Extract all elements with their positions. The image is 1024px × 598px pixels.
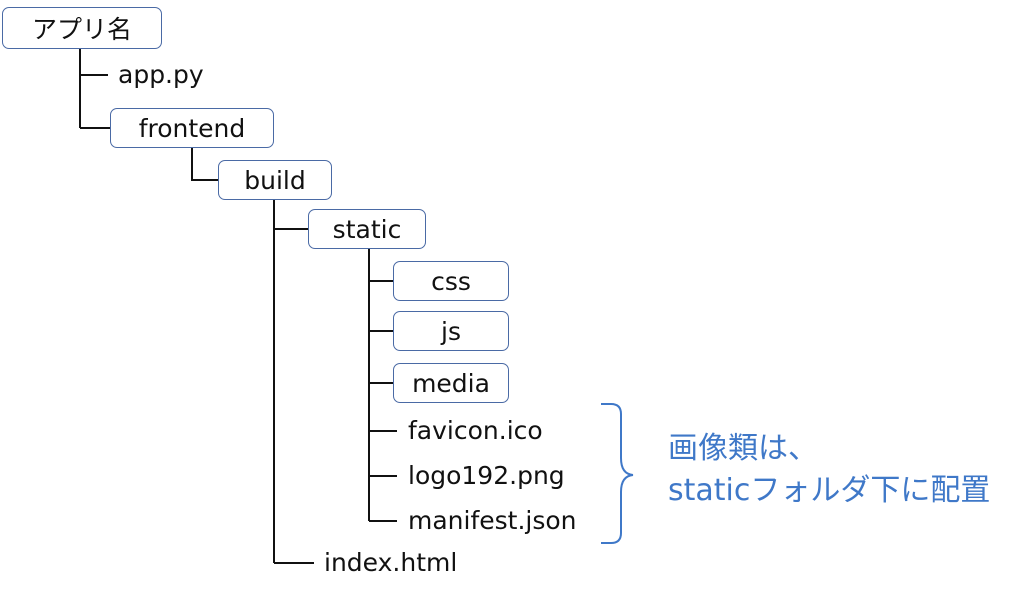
folder-app-root[interactable]: アプリ名 [2,7,162,49]
annotation-brace [601,403,634,544]
folder-static[interactable]: static [308,209,426,249]
folder-css[interactable]: css [393,261,509,301]
folder-js[interactable]: js [393,311,509,351]
folder-frontend[interactable]: frontend [110,108,274,148]
annotation-line-2: staticフォルダ下に配置 [668,473,991,508]
file-logo192[interactable]: logo192.png [408,461,565,490]
connector-frontend-build [191,148,218,181]
folder-media[interactable]: media [393,363,509,403]
file-app-py[interactable]: app.py [118,60,204,89]
folder-build[interactable]: build [218,160,332,200]
file-manifest[interactable]: manifest.json [408,506,577,535]
annotation-note: 画像類は、 staticフォルダ下に配置 [668,428,990,512]
file-favicon[interactable]: favicon.ico [408,416,543,445]
annotation-line-1: 画像類は、 [668,431,818,466]
file-index-html[interactable]: index.html [324,548,458,577]
